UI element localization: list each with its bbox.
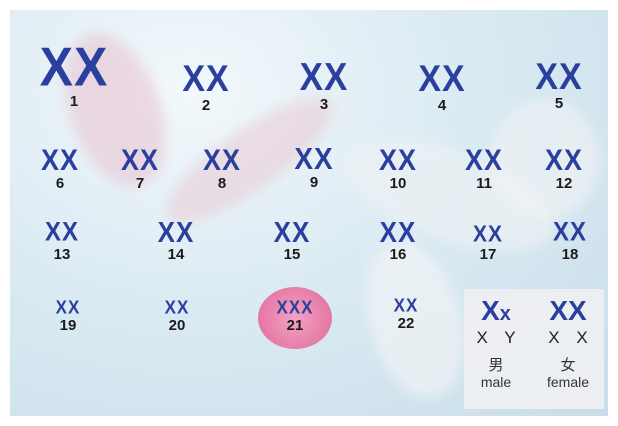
chromosome-glyph: XX <box>274 218 311 247</box>
chromosome-glyph: XX <box>294 144 333 175</box>
chromosome-glyph: XX <box>418 60 465 97</box>
chromosome-number: 7 <box>121 176 159 193</box>
chromosome-number: 14 <box>158 247 195 264</box>
female-label-zh: 女 <box>538 354 598 375</box>
chromosome-number: 6 <box>41 176 79 193</box>
chromosome-number: 10 <box>379 176 417 193</box>
chromosome-number: 16 <box>380 247 417 264</box>
female-glyph: XX <box>538 297 598 325</box>
chromosome-glyph: XX <box>553 220 587 246</box>
chromosome-glyph: XX <box>380 218 417 247</box>
female-label-en: female <box>538 375 598 390</box>
chromosome-glyph: XX <box>45 220 79 246</box>
chromosome-glyph: XXX <box>276 298 313 317</box>
chromosome-number: 13 <box>45 247 79 264</box>
female-letters: X X <box>538 328 598 348</box>
chromosome-number: 2 <box>182 98 229 115</box>
male-label-en: male <box>466 375 526 390</box>
male-glyph: Xx <box>466 297 526 325</box>
chromosome-glyph: XX <box>535 58 582 95</box>
chromosome-glyph: XX <box>158 218 195 247</box>
chromosome-number: 18 <box>553 247 587 264</box>
chromosome-number: 22 <box>394 316 419 333</box>
chromosome-number: 19 <box>56 318 81 335</box>
male-label-zh: 男 <box>466 354 526 375</box>
chromosome-number: 21 <box>276 318 313 335</box>
chromosome-number: 20 <box>165 318 190 335</box>
chromosome-glyph: XX <box>300 58 349 97</box>
chromosome-glyph: XX <box>41 146 79 176</box>
chromosome-number: 12 <box>545 176 583 193</box>
chromosome-glyph: XX <box>545 146 583 176</box>
chromosome-number: 8 <box>203 176 241 193</box>
chromosome-glyph: XX <box>203 146 241 176</box>
male-letters: X Y <box>466 328 526 348</box>
chromosome-glyph: XX <box>182 60 229 97</box>
chromosome-glyph: XX <box>473 223 503 246</box>
chromosome-glyph: XX <box>56 298 81 317</box>
chromosome-number: 5 <box>535 96 582 113</box>
legend-female: XX X X 女 female <box>538 297 598 390</box>
chromosome-glyph: XX <box>121 146 159 176</box>
chromosome-number: 4 <box>418 98 465 115</box>
chromosome-number: 15 <box>274 247 311 264</box>
legend-male: Xx X Y 男 male <box>466 297 526 390</box>
chromosome-number: 3 <box>300 97 349 114</box>
chromosome-glyph: XX <box>465 146 503 176</box>
sex-chromosome-legend: Xx X Y 男 male XX X X 女 female <box>464 289 604 409</box>
chromosome-glyph: XX <box>40 40 109 95</box>
chromosome-glyph: XX <box>394 296 419 315</box>
chromosome-number: 17 <box>473 247 503 264</box>
chromosome-glyph: XX <box>165 298 190 317</box>
chromosome-glyph: XX <box>379 146 417 176</box>
chromosome-number: 11 <box>465 176 503 193</box>
chromosome-number: 9 <box>294 175 333 192</box>
